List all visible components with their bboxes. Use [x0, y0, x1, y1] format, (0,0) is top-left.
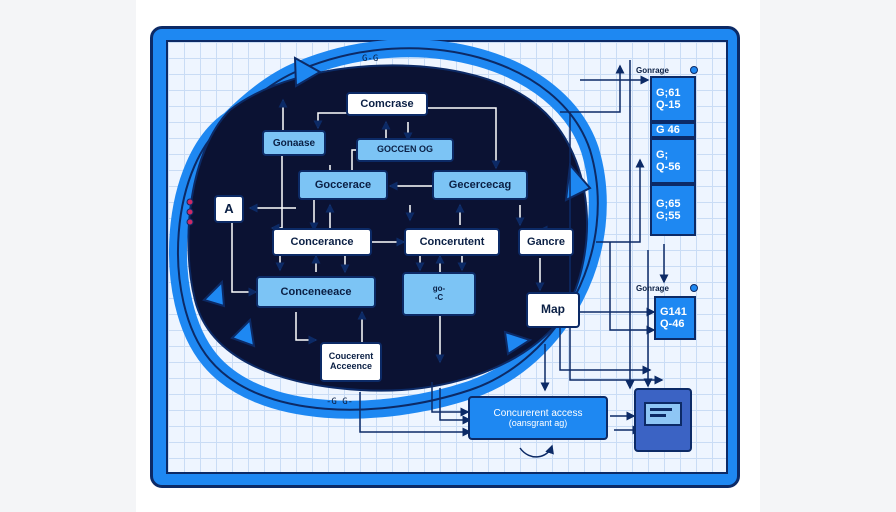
side-panel-1-cell-4[interactable]: G;65 G;55 — [650, 184, 696, 236]
side-panel-1-header: Gonrage — [636, 66, 669, 75]
side-panel-2-header: Gonrage — [636, 284, 669, 293]
monitor-icon[interactable] — [634, 388, 692, 452]
side-panel-1-row-2: Q-15 — [656, 99, 681, 111]
node-conceneeace[interactable]: Conceneeace — [256, 276, 376, 308]
small-box-line-1: go- — [432, 284, 446, 294]
ring-arrow-bottom — [503, 330, 533, 356]
side-panel-1-row-6: G;65 — [656, 198, 681, 210]
node-concurrent-access[interactable]: Concurerent access (oansgrant ag) — [468, 396, 608, 440]
small-box-line-2: -C — [434, 293, 444, 302]
side-panel-1-row-3: G 46 — [656, 124, 680, 136]
side-panel-1-cell-1[interactable]: G;61 Q-15 — [650, 76, 696, 122]
loop-arrow — [519, 444, 554, 458]
node-gonaase[interactable]: Gonaase — [262, 130, 326, 156]
ring-arrow-right — [564, 162, 592, 202]
ring-arrow-top — [293, 56, 323, 88]
side-panel-2-row-1: G141 — [660, 306, 687, 318]
node-coucerent-acceence[interactable]: Coucerent Acceence — [320, 342, 382, 382]
side-panel-1-row-5: Q-56 — [656, 161, 681, 173]
side-panel-2-dot-icon — [690, 284, 698, 292]
node-concerutent[interactable]: Concerutent — [404, 228, 500, 256]
side-panel-2[interactable]: G141 Q-46 — [654, 296, 696, 340]
node-a[interactable]: A — [214, 195, 244, 223]
coucerent-line-2: Acceence — [329, 361, 373, 371]
side-panel-1-dot-icon — [690, 66, 698, 74]
side-panel-1-row-4: G; — [656, 149, 669, 161]
side-panel-1-row-7: G;55 — [656, 210, 681, 222]
node-concerance[interactable]: Concerance — [272, 228, 372, 256]
coucerent-line-1: Coucerent — [328, 351, 374, 362]
frame-bottom-label: -G G- — [326, 397, 354, 407]
node-goccerace[interactable]: Goccerace — [298, 170, 388, 200]
access-title: Concurerent access — [493, 407, 583, 419]
node-comcrase[interactable]: Comcrase — [346, 92, 428, 116]
side-panel-1-row-1: G;61 — [656, 87, 681, 99]
side-panel-1-cell-3[interactable]: G; Q-56 — [650, 138, 696, 184]
node-gecercecag[interactable]: Gecercecag — [432, 170, 528, 200]
node-goccen-og[interactable]: GOCCEN OG — [356, 138, 454, 162]
side-panel-2-row-2: Q-46 — [660, 318, 685, 330]
ring-arrow-lower-left — [230, 317, 256, 348]
node-small-box[interactable]: go- -C — [402, 272, 476, 316]
frame-top-label: G-G — [362, 54, 379, 64]
ring-arrow-left — [202, 279, 226, 308]
node-map[interactable]: Map — [526, 292, 580, 328]
node-gancre[interactable]: Gancre — [518, 228, 574, 256]
access-subtitle: (oansgrant ag) — [508, 417, 568, 428]
side-panel-1-cell-2[interactable]: G 46 — [650, 122, 696, 138]
